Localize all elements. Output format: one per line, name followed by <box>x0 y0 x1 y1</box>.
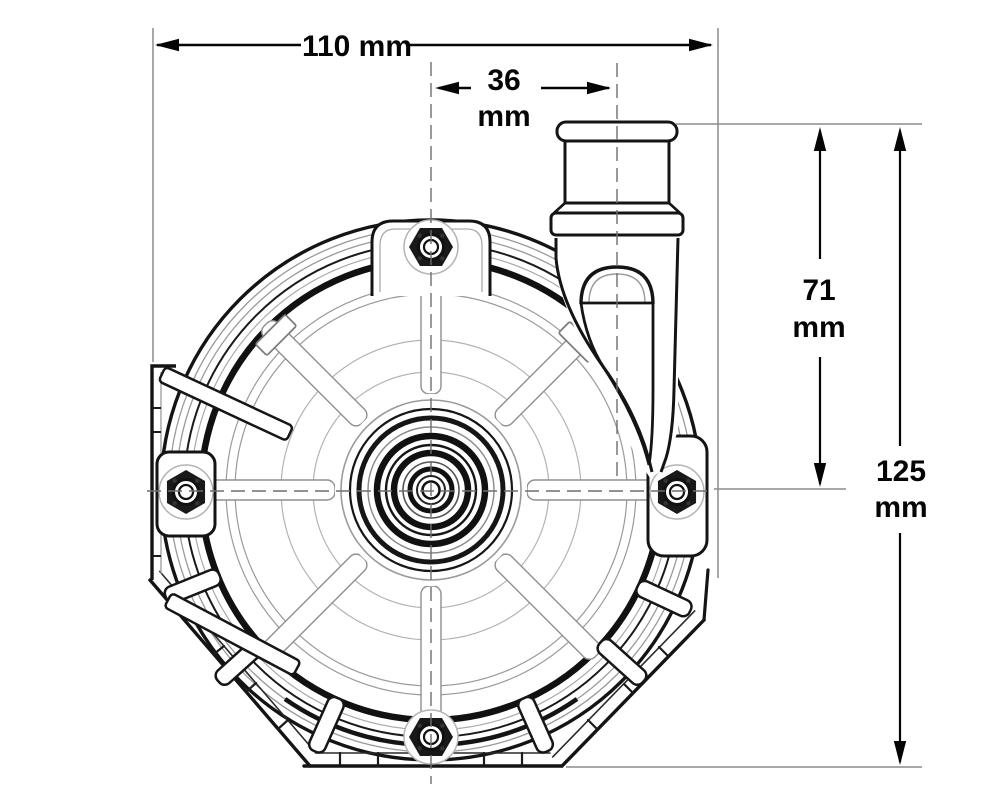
gusset-rib <box>516 695 555 754</box>
rib-clip <box>255 314 297 356</box>
dimension-label-total-height-unit: mm <box>874 491 927 524</box>
arrowhead-up <box>893 127 907 151</box>
arrowhead-down <box>893 741 907 765</box>
dimension-port-offset: 36 mm <box>435 64 611 133</box>
extension-lines <box>152 28 719 578</box>
pump-body <box>148 120 710 768</box>
arrowhead-right <box>587 81 611 95</box>
bracket-rib <box>164 593 301 676</box>
centerlines <box>147 62 711 784</box>
arrowhead-up <box>813 127 827 151</box>
base-edge-right <box>702 568 710 622</box>
extension-lines <box>676 123 922 490</box>
arrowhead-left <box>155 38 179 52</box>
cover-rib <box>261 320 368 427</box>
dimension-overall-height: 125 mm <box>566 127 928 768</box>
shaft-bore <box>421 480 441 500</box>
dimension-label-total-height-value: 125 <box>876 455 926 488</box>
dimension-label-offset-unit: mm <box>477 100 530 133</box>
arrowhead-down <box>813 463 827 487</box>
gusset-rib <box>596 637 648 687</box>
cover-rib <box>494 553 601 660</box>
left-bracket-edge <box>150 364 176 580</box>
port-right-edge <box>659 237 680 473</box>
gusset-rib <box>307 695 346 754</box>
dimension-label-offset-value: 36 <box>487 64 520 97</box>
dimension-label-port-height-value: 71 <box>802 274 835 307</box>
gusset-rib <box>635 579 693 618</box>
cover-rib <box>196 479 336 501</box>
dimension-overall-width: 110 mm <box>152 28 719 578</box>
arrowhead-right <box>689 38 713 52</box>
arrowhead-left <box>435 81 459 95</box>
cover-rib <box>526 479 666 501</box>
bracket-rib <box>158 366 294 441</box>
hex-bolt-right <box>649 464 705 520</box>
dimension-label-port-height-unit: mm <box>792 311 845 344</box>
gusset-rib <box>163 568 222 605</box>
cover-rib <box>261 553 368 660</box>
dimension-label-width: 110 mm <box>302 30 412 63</box>
hex-bolt-top <box>403 219 459 275</box>
dimension-port-height: 71 mm <box>676 123 922 490</box>
hex-bolt-left <box>158 464 214 520</box>
